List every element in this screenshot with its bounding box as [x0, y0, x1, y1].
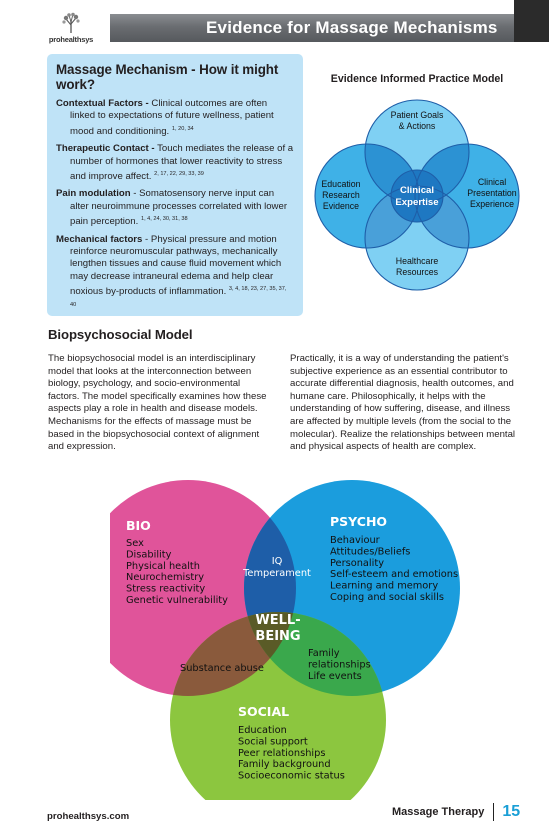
mechanism-text: Clinical outcomes are often linked to ex…: [70, 98, 274, 137]
ebp-title: Evidence Informed Practice Model: [331, 73, 504, 85]
mechanism-text: - Somatosensory nerve input can alter ne…: [70, 188, 288, 228]
ebp-left-line: Research: [322, 190, 360, 200]
page-header: Evidence for Massage Mechanisms: [110, 14, 532, 42]
mechanism-label: Pain modulation: [56, 188, 131, 200]
mechanism-item: Contextual Factors - Clinical outcomes a…: [56, 98, 294, 138]
ebp-right-line: Clinical: [478, 177, 506, 187]
psycho-item: Personality: [330, 558, 384, 569]
ebp-top-line: Patient Goals: [391, 110, 444, 120]
psycho-item: Attitudes/Beliefs: [330, 546, 410, 557]
biopsychosocial-section: Biopsychosocial Model The biopsychosocia…: [48, 327, 518, 452]
paragraph-left: The biopsychosocial model is an interdis…: [48, 353, 267, 453]
brand-logo: prohealthsys: [46, 12, 96, 44]
ebp-bottom-line: Resources: [396, 267, 439, 277]
ebp-center-line: Expertise: [395, 197, 438, 208]
mechanism-item: Therapeutic Contact - Touch mediates the…: [56, 143, 294, 183]
bio-item: Neurochemistry: [126, 572, 204, 583]
psycho-title: PSYCHO: [330, 514, 387, 529]
mechanism-refs: 3, 4, 18, 23, 27, 35, 37, 40: [70, 286, 287, 308]
ebp-center-line: Clinical: [400, 185, 434, 196]
psycho-social-item: Life events: [308, 671, 362, 682]
mechanism-text: Touch mediates the release of a number o…: [70, 143, 294, 183]
bio-item: Disability: [126, 549, 172, 560]
footer-page-info: Massage Therapy 15: [392, 800, 520, 824]
mechanism-title: Massage Mechanism - How it might work?: [56, 62, 279, 92]
social-item: Socioeconomic status: [238, 771, 345, 782]
paragraph-right: Practically, it is a way of understandin…: [290, 353, 516, 453]
mechanism-label: Contextual Factors -: [56, 98, 149, 109]
bio-psycho-item: Temperament: [242, 568, 311, 579]
evidence-practice-diagram: Evidence Informed Practice Model Patient…: [314, 73, 520, 291]
header-tab: [514, 0, 549, 42]
footer-site: prohealthsys.com: [47, 811, 130, 822]
mechanism-item: Mechanical factors - Physical pressure a…: [56, 234, 294, 314]
logo-text: prohealthsys: [48, 35, 94, 44]
psycho-social-item: relationships: [308, 659, 371, 670]
ebp-left-line: Evidence: [323, 201, 359, 211]
bio-item: Genetic vulnerability: [126, 595, 228, 606]
bio-item: Stress reactivity: [126, 584, 205, 595]
ebp-top-line: & Actions: [399, 121, 436, 131]
social-item: Social support: [238, 736, 308, 747]
mechanism-label: Mechanical factors: [56, 233, 143, 245]
social-item: Family background: [238, 759, 331, 770]
footer-section: Massage Therapy: [392, 806, 485, 818]
ebp-left-line: Education: [321, 179, 360, 189]
ebp-right-line: Experience: [470, 199, 514, 209]
page-title: Evidence for Massage Mechanisms: [206, 18, 498, 37]
psycho-item: Behaviour: [330, 535, 381, 546]
section-title: Biopsychosocial Model: [48, 327, 193, 342]
bio-item: Sex: [126, 538, 144, 549]
psycho-social-overlap: [244, 612, 386, 696]
mechanism-box: Massage Mechanism - How it might work? C…: [47, 54, 303, 316]
ebp-center-circle: [391, 170, 443, 222]
mechanism-text: - Physical pressure and motion reinforce…: [70, 233, 282, 298]
tree-icon: [62, 12, 80, 33]
mechanism-label: Therapeutic Contact -: [56, 143, 155, 155]
wellbeing-label: WELL-: [255, 613, 300, 628]
wellbeing-label: BEING: [255, 629, 300, 644]
bio-psycho-item: IQ: [272, 556, 283, 567]
mechanism-refs: 1, 20, 34: [171, 125, 194, 132]
ebp-right-line: Presentation: [467, 188, 516, 198]
psycho-social-item: Family: [308, 648, 340, 659]
psycho-item: Self-esteem and emotions: [330, 569, 458, 580]
social-item: Education: [238, 725, 287, 736]
ebp-bottom-line: Healthcare: [396, 256, 439, 266]
mechanism-refs: 1, 4, 24, 30, 31, 38: [140, 216, 188, 223]
bio-title: BIO: [126, 518, 151, 533]
psycho-item: Learning and memory: [330, 581, 438, 592]
footer-separator: [493, 803, 495, 821]
psycho-item: Coping and social skills: [330, 592, 444, 603]
bio-social-item: Substance abuse: [180, 663, 264, 674]
bio-social-overlap: [170, 612, 296, 696]
bio-item: Physical health: [126, 561, 200, 572]
page-number: 15: [502, 803, 521, 820]
mechanism-item: Pain modulation - Somatosensory nerve in…: [56, 188, 294, 228]
social-title: SOCIAL: [238, 704, 289, 719]
mechanism-refs: 2, 17, 22, 29, 33, 39: [154, 171, 204, 178]
social-item: Peer relationships: [238, 748, 325, 759]
